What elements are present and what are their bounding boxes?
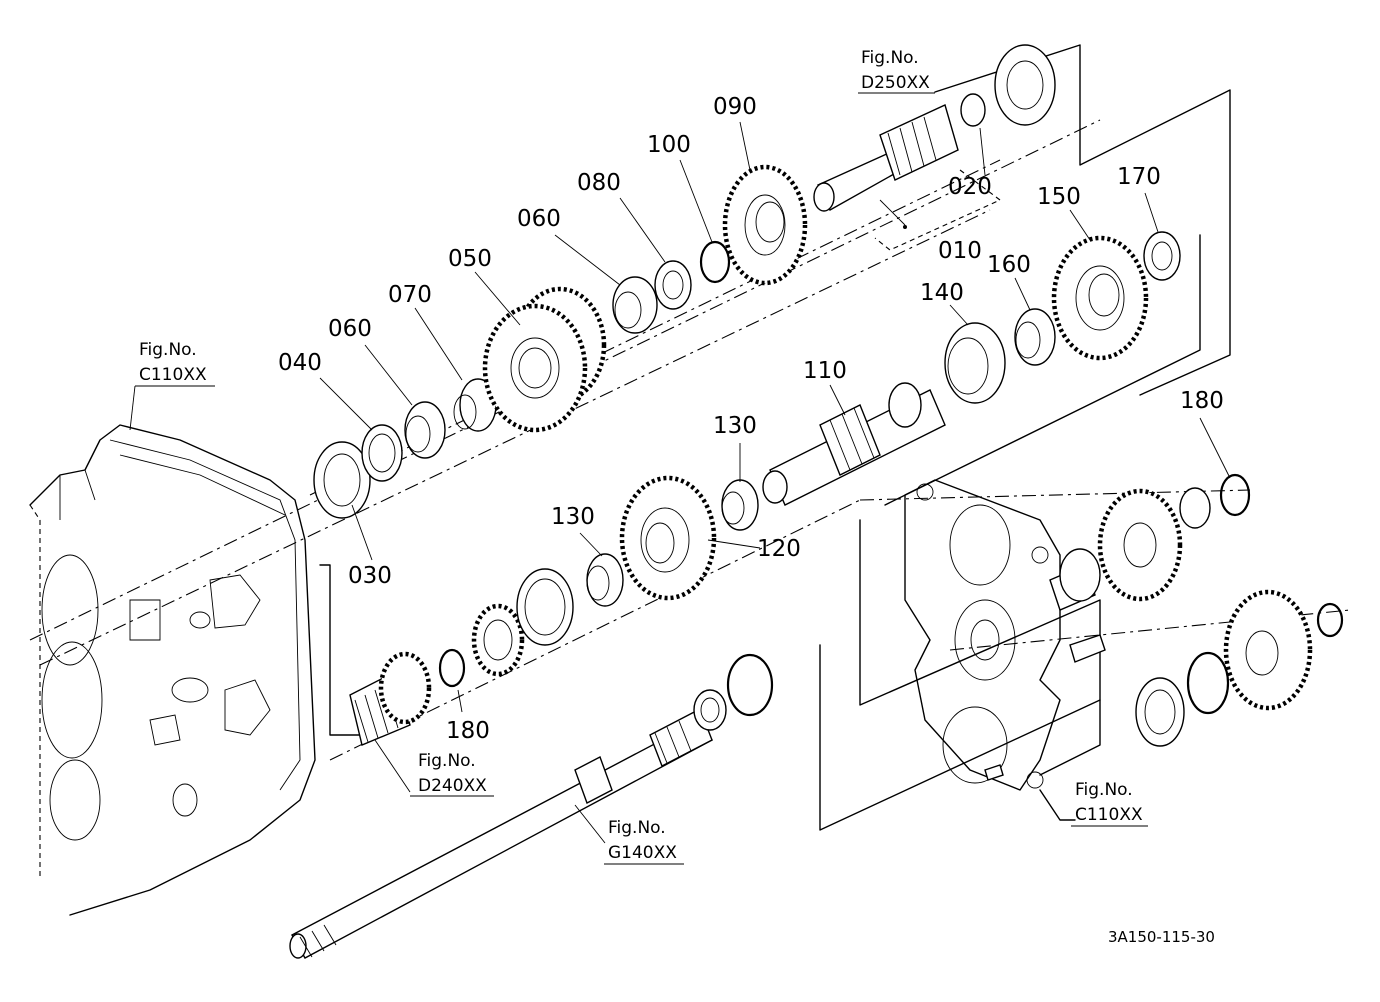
shaft-010	[813, 44, 1056, 251]
assembly-axes	[29, 119, 1351, 761]
part-label-070: 070	[388, 282, 432, 308]
part-label-010: 010	[938, 238, 982, 264]
part-label-030: 030	[348, 563, 392, 589]
part-label-150: 150	[1037, 184, 1081, 210]
part-label-020: 020	[948, 174, 992, 200]
right-housing	[904, 479, 1106, 791]
part-label-050: 050	[448, 246, 492, 272]
fig-label-g140: Fig.No.	[608, 818, 666, 838]
fig-code-g140: G140XX	[608, 843, 677, 863]
fig-code-c110-left: C110XX	[139, 365, 207, 385]
fig-label-c110-right: Fig.No.	[1075, 780, 1133, 800]
part-label-040: 040	[278, 350, 322, 376]
figure-references: Fig.No. D250XX Fig.No. C110XX Fig.No. D2…	[129, 48, 1148, 865]
fig-label-c110-left: Fig.No.	[139, 340, 197, 360]
part-label-100: 100	[647, 132, 691, 158]
drawing-code: 3A150-115-30	[1108, 928, 1215, 946]
shaft-110	[721, 231, 1181, 531]
part-label-140: 140	[920, 280, 964, 306]
reference-brackets	[319, 44, 1231, 831]
part-label-170: 170	[1117, 164, 1161, 190]
transmission-case	[29, 424, 316, 916]
lower-gear-train	[349, 475, 717, 746]
part-label-180-right: 180	[1180, 388, 1224, 414]
upper-gear-train	[313, 164, 808, 519]
fig-code-c110-right: C110XX	[1075, 805, 1143, 825]
part-label-090: 090	[713, 94, 757, 120]
part-numbers: 020 010 030 040 060 070 050 060 080 100 …	[278, 94, 1224, 744]
fig-code-d250: D250XX	[861, 73, 930, 93]
shaft-g140	[289, 653, 774, 959]
part-label-130-lower: 130	[551, 504, 595, 530]
part-label-080: 080	[577, 170, 621, 196]
fig-label-d240: Fig.No.	[418, 751, 476, 771]
right-gear-cluster	[1097, 473, 1344, 747]
fig-code-d240: D240XX	[418, 776, 487, 796]
part-label-060-upper: 060	[517, 206, 561, 232]
part-label-160: 160	[987, 252, 1031, 278]
leader-lines	[319, 121, 1231, 844]
part-label-120: 120	[757, 536, 801, 562]
part-label-180-lower: 180	[446, 718, 490, 744]
fig-label-d250: Fig.No.	[861, 48, 919, 68]
part-label-110: 110	[803, 358, 847, 384]
part-label-130-upper: 130	[713, 413, 757, 439]
part-label-060-lower: 060	[328, 316, 372, 342]
